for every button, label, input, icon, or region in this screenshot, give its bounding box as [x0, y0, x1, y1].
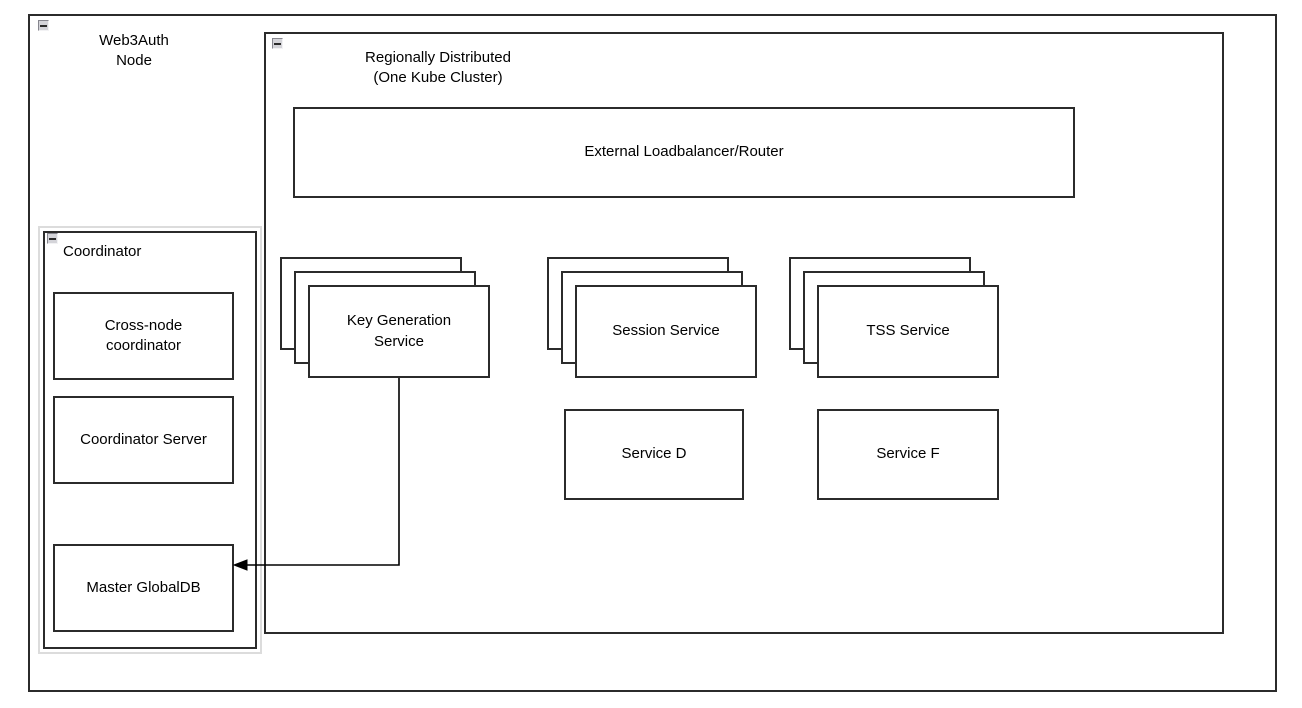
external-loadbalancer-label: External Loadbalancer/Router — [584, 143, 784, 161]
service-d-box[interactable]: Service D — [564, 409, 744, 500]
web3auth-node-collapse-icon[interactable] — [38, 20, 49, 31]
master-globaldb-box[interactable]: Master GlobalDB — [53, 544, 234, 632]
master-globaldb-label: Master GlobalDB — [86, 578, 201, 596]
cross-node-coordinator-label: Cross-node coordinator — [104, 316, 183, 354]
service-f-box[interactable]: Service F — [817, 409, 999, 500]
tss-service-stack[interactable]: TSS Service — [789, 257, 999, 378]
external-loadbalancer-box[interactable]: External Loadbalancer/Router — [293, 107, 1075, 198]
service-f-label: Service F — [876, 445, 940, 463]
coordinator-server-box[interactable]: Coordinator Server — [53, 396, 234, 484]
session-service-stack[interactable]: Session Service — [547, 257, 757, 378]
cross-node-coordinator-box[interactable]: Cross-node coordinator — [53, 292, 234, 380]
tss-service-label: TSS Service — [866, 322, 950, 340]
kube-cluster-collapse-icon[interactable] — [272, 38, 283, 49]
key-generation-service-label: Key Generation Service — [346, 312, 452, 350]
session-service-label: Session Service — [612, 322, 720, 340]
service-d-label: Service D — [621, 445, 687, 463]
key-generation-service-instance-front[interactable]: Key Generation Service — [308, 285, 490, 378]
coordinator-collapse-icon[interactable] — [47, 233, 58, 244]
session-service-instance-front[interactable]: Session Service — [575, 285, 757, 378]
tss-service-instance-front[interactable]: TSS Service — [817, 285, 999, 378]
coordinator-server-label: Coordinator Server — [80, 430, 207, 448]
key-generation-service-stack[interactable]: Key Generation Service — [280, 257, 490, 378]
